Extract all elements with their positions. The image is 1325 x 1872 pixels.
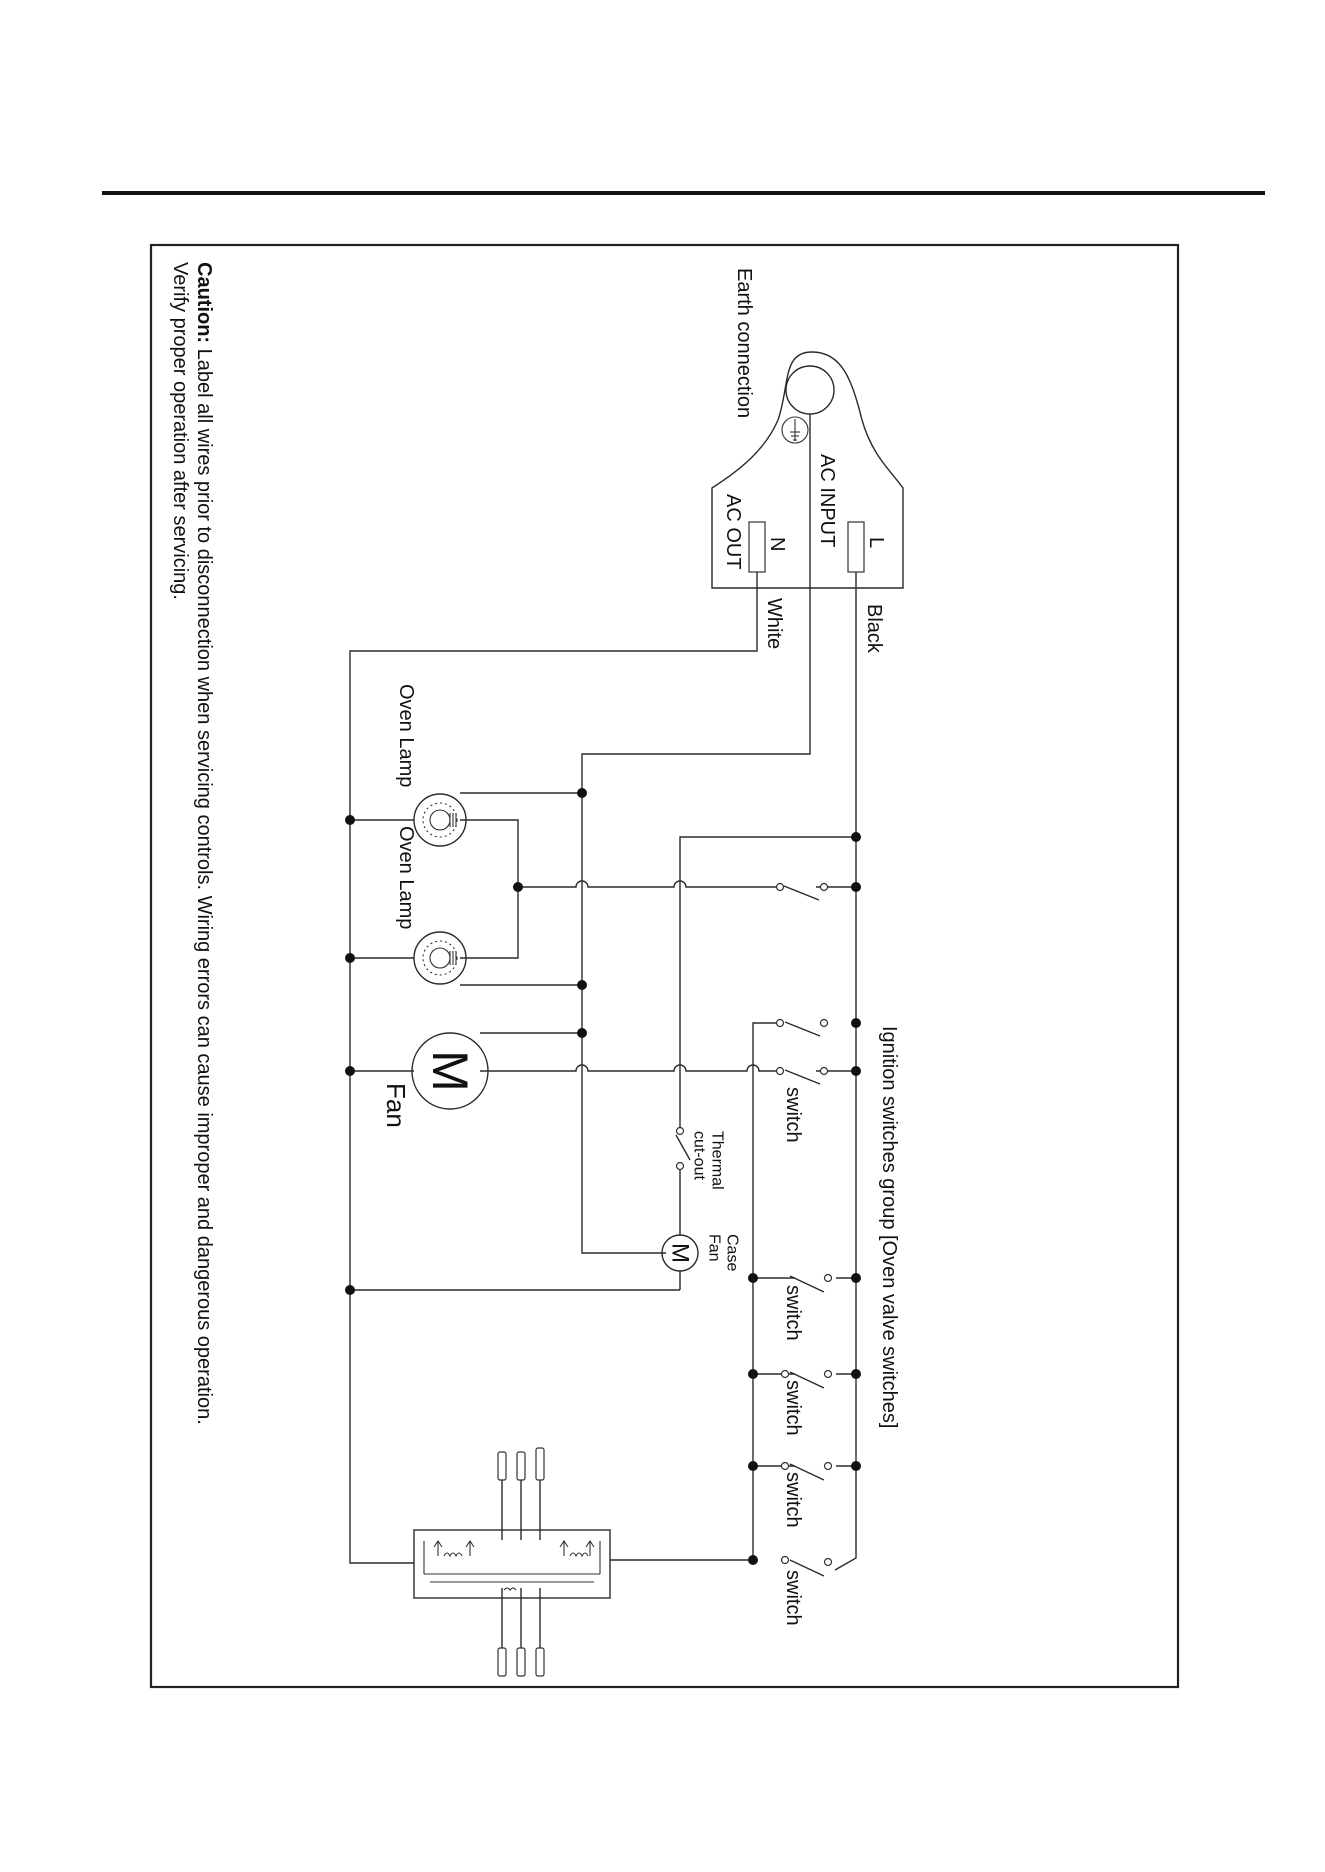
- valve-switch-1: [789, 1273, 833, 1293]
- caution-text: Label all wires prior to disconnection w…: [193, 343, 215, 1425]
- switch-label-4: switch: [782, 1472, 804, 1528]
- ac-out-label: AC OUT: [722, 494, 744, 570]
- case-fan-motor-icon: [661, 1234, 699, 1272]
- switch-label-1: switch: [782, 1087, 804, 1143]
- heater-element-icon: [413, 1529, 611, 1599]
- ac-input-label: AC INPUT: [816, 454, 838, 547]
- ignition-group-label: Ignition switches group [Oven valve swit…: [878, 1026, 900, 1428]
- fan-switch-2: [775, 1066, 829, 1085]
- black-wire-label: Black: [863, 604, 885, 654]
- fan-motor-letter: M: [422, 1050, 478, 1092]
- thermal-cutout-label-1: Thermal: [709, 1131, 726, 1190]
- earth-connection-label: Earth connection: [733, 268, 755, 418]
- oven-lamp-icon: [413, 793, 467, 847]
- oven-lamp-2-label: Oven Lamp: [395, 826, 417, 929]
- switch-label-5: switch: [782, 1570, 804, 1626]
- terminal-n: [748, 521, 766, 573]
- ground-icon: [781, 416, 809, 444]
- switch-label-3: switch: [782, 1380, 804, 1436]
- valve-switch-4: [780, 1555, 833, 1577]
- fan-label: Fan: [381, 1083, 411, 1128]
- thermal-cutout-switch: [675, 1126, 691, 1171]
- oven-lamp-switch: [775, 882, 829, 901]
- valve-switch-3: [780, 1461, 833, 1481]
- terminal-l-label: L: [865, 537, 887, 548]
- valve-switch-2: [780, 1369, 833, 1389]
- diagram-frame: [149, 243, 1180, 1689]
- terminal-l: [847, 521, 865, 573]
- switch-label-2: switch: [782, 1285, 804, 1341]
- terminal-block: [711, 351, 904, 589]
- case-fan-label-2: Fan: [706, 1234, 723, 1262]
- caution-note-line-1: Caution: Label all wires prior to discon…: [193, 262, 215, 1425]
- fan-motor-icon: [411, 1032, 489, 1110]
- terminal-n-label: N: [766, 537, 788, 551]
- junction-dots: [345, 788, 861, 1565]
- thermal-cutout-label-2: cut-out: [691, 1131, 708, 1180]
- oven-lamp-1-label: Oven Lamp: [395, 684, 417, 787]
- caution-bold: Caution:: [193, 262, 215, 343]
- case-fan-motor-letter: M: [667, 1243, 694, 1263]
- ignition-electrodes: [497, 1447, 545, 1677]
- case-fan-label-1: Case: [724, 1234, 741, 1271]
- oven-lamp-icon: [413, 931, 467, 985]
- terminal-mount-hole: [785, 365, 835, 415]
- caution-note-line-2: Verify proper operation after servicing.: [169, 262, 191, 600]
- fan-switch-1: [775, 1018, 829, 1037]
- white-wire-label: White: [763, 598, 785, 649]
